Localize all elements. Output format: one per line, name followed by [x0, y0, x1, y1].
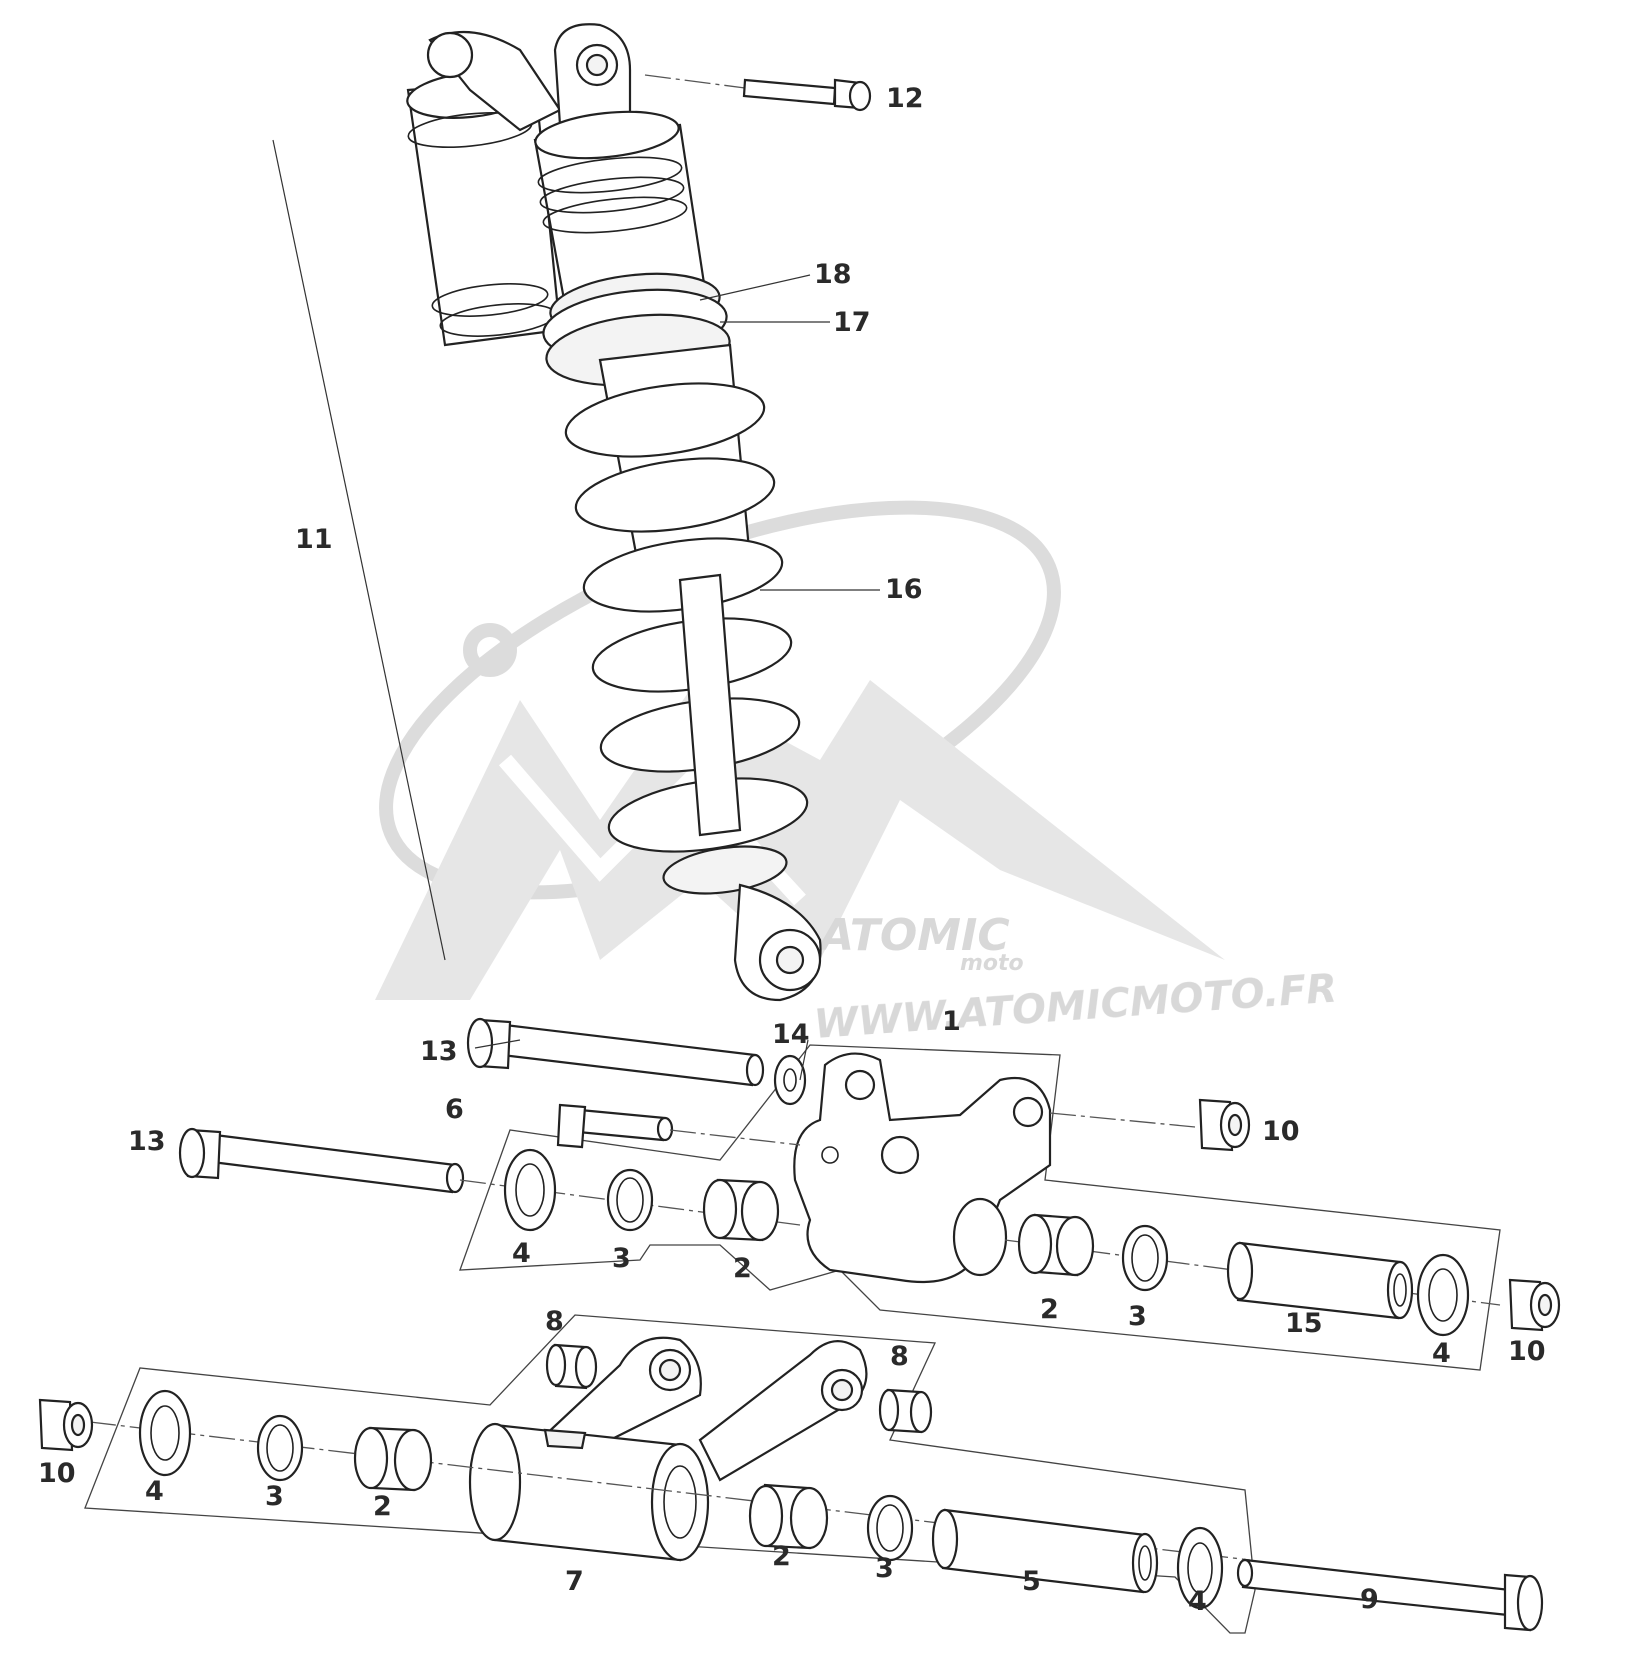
callout-4-upper-right: 4: [1432, 1338, 1451, 1369]
callout-2-upper-left: 2: [733, 1253, 752, 1284]
callout-3-upper-right: 3: [1128, 1301, 1147, 1332]
callout-3-upper-left: 3: [612, 1243, 631, 1274]
callout-labels: 12 18 17 11 16 1 14 13 6 13 10 4 3 2 2 3…: [38, 83, 1546, 1617]
callout-8-left: 8: [545, 1306, 564, 1337]
callout-3-lower-left: 3: [265, 1481, 284, 1512]
callout-11: 11: [295, 524, 333, 555]
callout-4-lower-left: 4: [145, 1476, 164, 1507]
callout-4-upper-left: 4: [512, 1238, 531, 1269]
callout-2-upper-right: 2: [1040, 1294, 1059, 1325]
watermark-brand: ATOMIC: [817, 910, 1010, 961]
callout-10-left: 10: [38, 1458, 76, 1489]
callout-10-upper: 10: [1262, 1116, 1300, 1147]
callout-6: 6: [445, 1094, 464, 1125]
callout-18: 18: [814, 259, 852, 290]
leader-lines: [474, 274, 880, 1081]
lower-linkage-group: [38, 1314, 1544, 1634]
callout-7: 7: [565, 1566, 584, 1597]
watermark-logo: ATOMIC moto WWW.ATOMICMOTO.FR: [375, 500, 1339, 1048]
callout-1: 1: [942, 1006, 961, 1037]
callout-15: 15: [1285, 1308, 1323, 1339]
callout-3-lower-right: 3: [875, 1553, 894, 1584]
callout-2-lower-right: 2: [772, 1541, 791, 1572]
callout-9: 9: [1360, 1584, 1379, 1615]
watermark-url: WWW.ATOMICMOTO.FR: [812, 966, 1338, 1048]
callout-13-upper: 13: [420, 1036, 458, 1067]
callout-16: 16: [885, 574, 923, 605]
rear-shock-absorber: [406, 23, 822, 1002]
callout-14: 14: [772, 1019, 810, 1050]
upper-linkage-group: [178, 1017, 1561, 1371]
callout-8-right: 8: [890, 1341, 909, 1372]
callout-2-lower-left: 2: [373, 1491, 392, 1522]
callout-17: 17: [833, 307, 871, 338]
callout-5: 5: [1022, 1566, 1041, 1597]
callout-12: 12: [886, 83, 924, 114]
callout-10-right: 10: [1508, 1336, 1546, 1367]
bolt-12: [644, 74, 872, 112]
callout-13-lower: 13: [128, 1126, 166, 1157]
callout-4-lower-right: 4: [1188, 1586, 1207, 1617]
watermark-sub: moto: [960, 951, 1024, 976]
